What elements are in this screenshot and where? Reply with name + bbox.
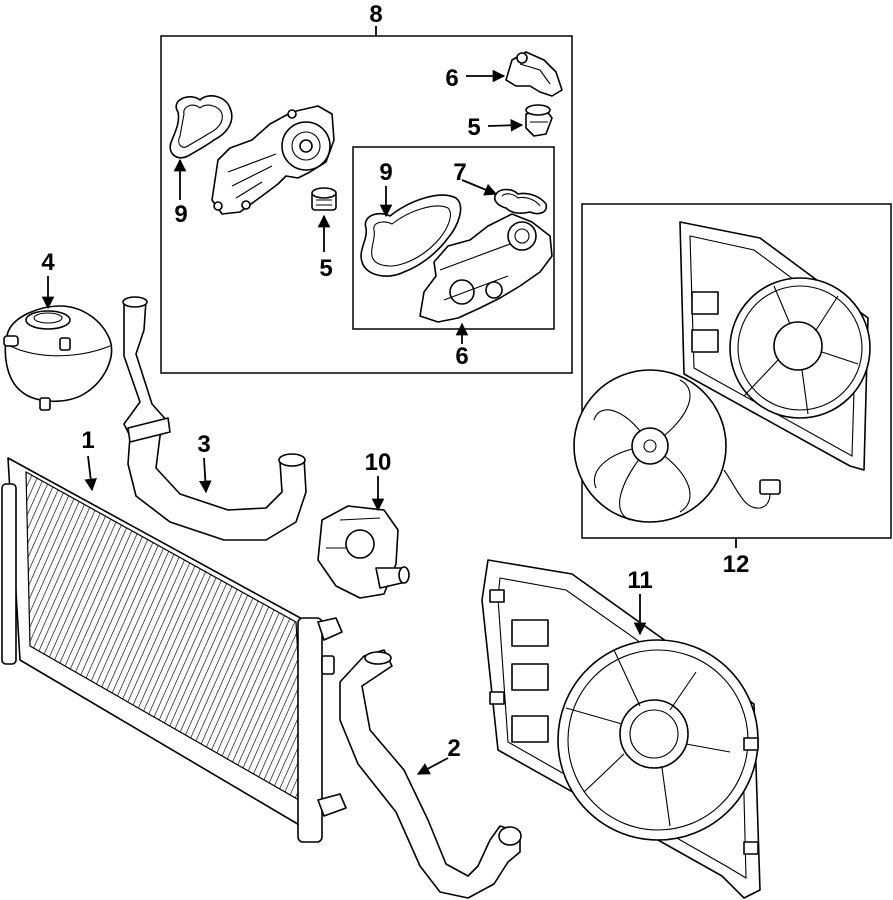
fan-shroud-lower (481, 559, 761, 899)
thermostat-top (525, 104, 553, 137)
pump-gasket-left (169, 95, 233, 159)
callout-2: 2 (447, 735, 460, 762)
gasket-small (493, 188, 548, 215)
upper-radiator-hose (122, 296, 307, 541)
callout-3: 3 (197, 431, 210, 458)
callout-12: 12 (723, 551, 750, 578)
callout-6-bottom: 6 (455, 343, 468, 370)
sensor-housing-top (505, 51, 563, 97)
water-pump-group-box (160, 26, 573, 374)
callout-9-left: 9 (174, 201, 187, 228)
thermostat-housing-inner (419, 213, 553, 323)
thermostat-subgroup-box (352, 146, 555, 330)
callout-5-inner: 5 (319, 255, 332, 282)
callout-10: 10 (365, 449, 392, 476)
fan-shroud-upper (679, 221, 871, 471)
callout-5-top: 5 (467, 114, 480, 141)
water-pump-housing (211, 105, 335, 215)
callout-1: 1 (81, 427, 94, 454)
auxiliary-water-pump (317, 505, 410, 599)
callout-6-top: 6 (445, 65, 458, 92)
radiator (1, 457, 347, 843)
fan-assembly-box (581, 203, 892, 548)
callout-4: 4 (41, 249, 55, 276)
callout-11: 11 (627, 567, 652, 594)
expansion-tank (3, 305, 113, 411)
thermostat-inner (311, 187, 337, 211)
callout-9-inner: 9 (379, 159, 392, 186)
callout-7: 7 (453, 159, 466, 186)
callout-8: 8 (369, 1, 382, 28)
leader-lines (41, 69, 647, 775)
lower-radiator-hose (339, 649, 522, 899)
cooling-fan (573, 369, 781, 523)
